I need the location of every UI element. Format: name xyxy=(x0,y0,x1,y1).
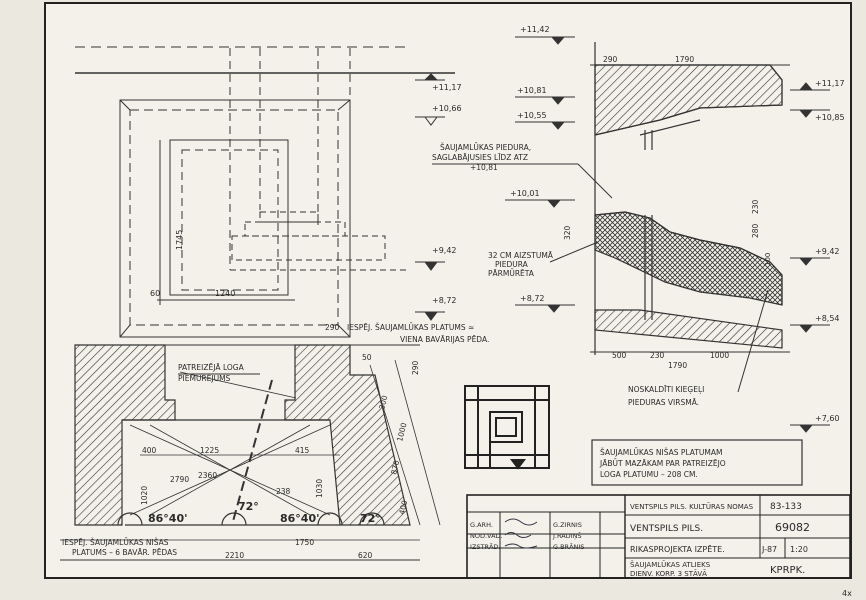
tb-name-3: G.BRĀNIS xyxy=(553,542,584,551)
dim-300: 300 xyxy=(377,394,389,410)
angle-2: 72° xyxy=(238,500,259,513)
dim-320: 320 xyxy=(563,225,572,240)
dim-290-section: 290 xyxy=(603,55,618,64)
dim-1240: 1240 xyxy=(215,289,235,298)
elev-1117-right: +11,17 xyxy=(815,79,845,88)
note-kiegeli-1: NOSKALDĪTI KIEĢEĻI xyxy=(628,385,704,395)
tb-row3-scale: 1:20 xyxy=(790,545,808,554)
note-nisa-2: JĀBŪT MAZĀKAM PAR PATREIZĒJO xyxy=(599,459,726,468)
dim-290-v: 290 xyxy=(411,360,420,375)
dim-100: 100 xyxy=(764,253,772,266)
elev-942-left: +9,42 xyxy=(432,246,457,255)
tb-row3-code: J-87 xyxy=(761,545,777,554)
note-box xyxy=(591,439,803,486)
elev-1085: +10,85 xyxy=(815,113,845,122)
corner-mark: 4x xyxy=(842,589,852,598)
tb-role-3: IZSTRĀD. xyxy=(470,542,501,551)
dim-500: 500 xyxy=(612,351,627,360)
elev-942-right: +9,42 xyxy=(815,247,840,256)
note-bavar-1: IESPĒJ. ŠAUJAMLŪKAS NIŠAS xyxy=(62,538,169,547)
note-loga-1: PATREIZĒJĀ LOGA xyxy=(178,363,245,372)
tb-name-2: J.RADIŅŠ xyxy=(552,531,582,541)
note-nisa-3: LOGA PLATUMU – 208 CM. xyxy=(600,470,698,479)
dim-400: 400 xyxy=(142,446,157,455)
title-block xyxy=(466,494,851,579)
tb-role-2: NOD.VAD. xyxy=(470,532,503,540)
elev-1117-left: +11,17 xyxy=(432,83,462,92)
dim-400-v: 400 xyxy=(397,499,409,515)
angle-1: 86°40' xyxy=(148,512,187,525)
dim-1750: 1750 xyxy=(295,538,314,547)
note-aizstuma-1: 32 CM AIZSTUMĀ xyxy=(488,251,554,260)
elev-872-left: +8,72 xyxy=(432,296,457,305)
elev-1001: +10,01 xyxy=(510,189,540,198)
elev-1081: +10,81 xyxy=(517,86,547,95)
tb-row4-right: KPRPK. xyxy=(770,565,805,576)
tb-name-1: G.ZIRNIS xyxy=(553,521,582,529)
dim-2210: 2210 xyxy=(225,551,244,560)
note-aizstuma-2: PIEDURA xyxy=(495,260,529,269)
dim-1790-top: 1790 xyxy=(675,55,694,64)
dim-1020: 1020 xyxy=(140,486,149,505)
signature-3 xyxy=(504,543,538,549)
tb-row2-title: VENTSPILS PILS. xyxy=(630,524,703,534)
angle-4: 72° xyxy=(360,512,381,525)
niche-plan xyxy=(60,344,441,541)
dim-415: 415 xyxy=(295,446,310,455)
dim-50: 50 xyxy=(362,353,372,362)
elev-854: +8,54 xyxy=(815,314,840,323)
key-plan xyxy=(464,385,550,470)
elev-1055: +10,55 xyxy=(517,111,547,120)
note-piedura-1: ŠAUJAMLŪKAS PIEDURA, xyxy=(440,143,531,152)
tb-row1-code: 83-133 xyxy=(770,502,802,512)
note-bavar-2: PLATUMS – 6 BAVĀR. PĒDAS xyxy=(72,548,177,557)
signature-1 xyxy=(504,518,538,526)
elevation-markers-plan xyxy=(415,73,445,321)
dim-1225: 1225 xyxy=(200,446,219,455)
leader-aizstuma xyxy=(549,241,599,263)
tb-row1-title: VENTSPILS PILS. KULTŪRAS NOMAS xyxy=(630,502,754,511)
elevation-markers-right xyxy=(790,82,830,433)
dim-238: 238 xyxy=(276,487,291,496)
dim-1745: 1745 xyxy=(175,230,184,250)
elev-872-mid: +8,72 xyxy=(520,294,545,303)
note-piedura-3: +10,81 xyxy=(470,163,498,172)
dim-2790: 2790 xyxy=(170,475,189,484)
note-aizstuma-3: PĀRMŪRĒTA xyxy=(488,269,535,278)
dim-290-left: 290 xyxy=(325,323,340,332)
dim-230-v: 230 xyxy=(751,199,760,214)
note-width-1: IESPĒJ. ŠAUJAMLŪKAS PLATUMS ≃ xyxy=(347,323,474,332)
note-piedura-2: SAGLABĀJUSIES LĪDZ ATZ xyxy=(432,153,528,162)
elev-1142: +11,42 xyxy=(520,25,550,34)
note-nisa-1: ŠAUJAMLŪKAS NIŠAS PLATUMAM xyxy=(600,448,723,457)
elevation-markers-middle xyxy=(505,36,575,313)
elev-760: +7,60 xyxy=(815,414,840,423)
section-view xyxy=(590,42,790,355)
angle-3: 86°40' xyxy=(280,512,319,525)
dim-870: 870 xyxy=(389,459,401,475)
dim-620: 620 xyxy=(358,551,373,560)
dim-280: 280 xyxy=(751,223,760,238)
dim-1790-bottom: 1790 xyxy=(668,361,687,370)
note-width-2: VIENA BAVĀRIJAS PĒDA. xyxy=(400,335,489,344)
dim-2360: 2360 xyxy=(198,471,217,480)
dim-230-h: 230 xyxy=(650,351,665,360)
dim-60: 60 xyxy=(150,289,160,298)
dim-1000: 1000 xyxy=(710,351,729,360)
tb-row4-title-a: ŠAUJAMLŪKAS ATLIEKS xyxy=(630,560,711,569)
dim-1030: 1030 xyxy=(315,479,324,498)
elev-1066: +10,66 xyxy=(432,104,462,113)
note-kiegeli-2: PIEDURAS VIRSMĀ. xyxy=(628,398,699,407)
tb-row3-title: RIKASPROJEKTA IZPĒTE. xyxy=(630,544,725,554)
note-loga-2: PIEMŪRĒJUMS xyxy=(178,374,231,383)
tb-role-1: G.ARH. xyxy=(470,521,493,529)
leader-kiegeli xyxy=(737,289,769,393)
plan-view xyxy=(75,46,455,338)
tb-row4-title-b: DIENV. KORP. 3 STĀVĀ xyxy=(630,569,707,578)
signature-2 xyxy=(504,532,532,538)
tb-row2-code: 69082 xyxy=(775,521,810,534)
